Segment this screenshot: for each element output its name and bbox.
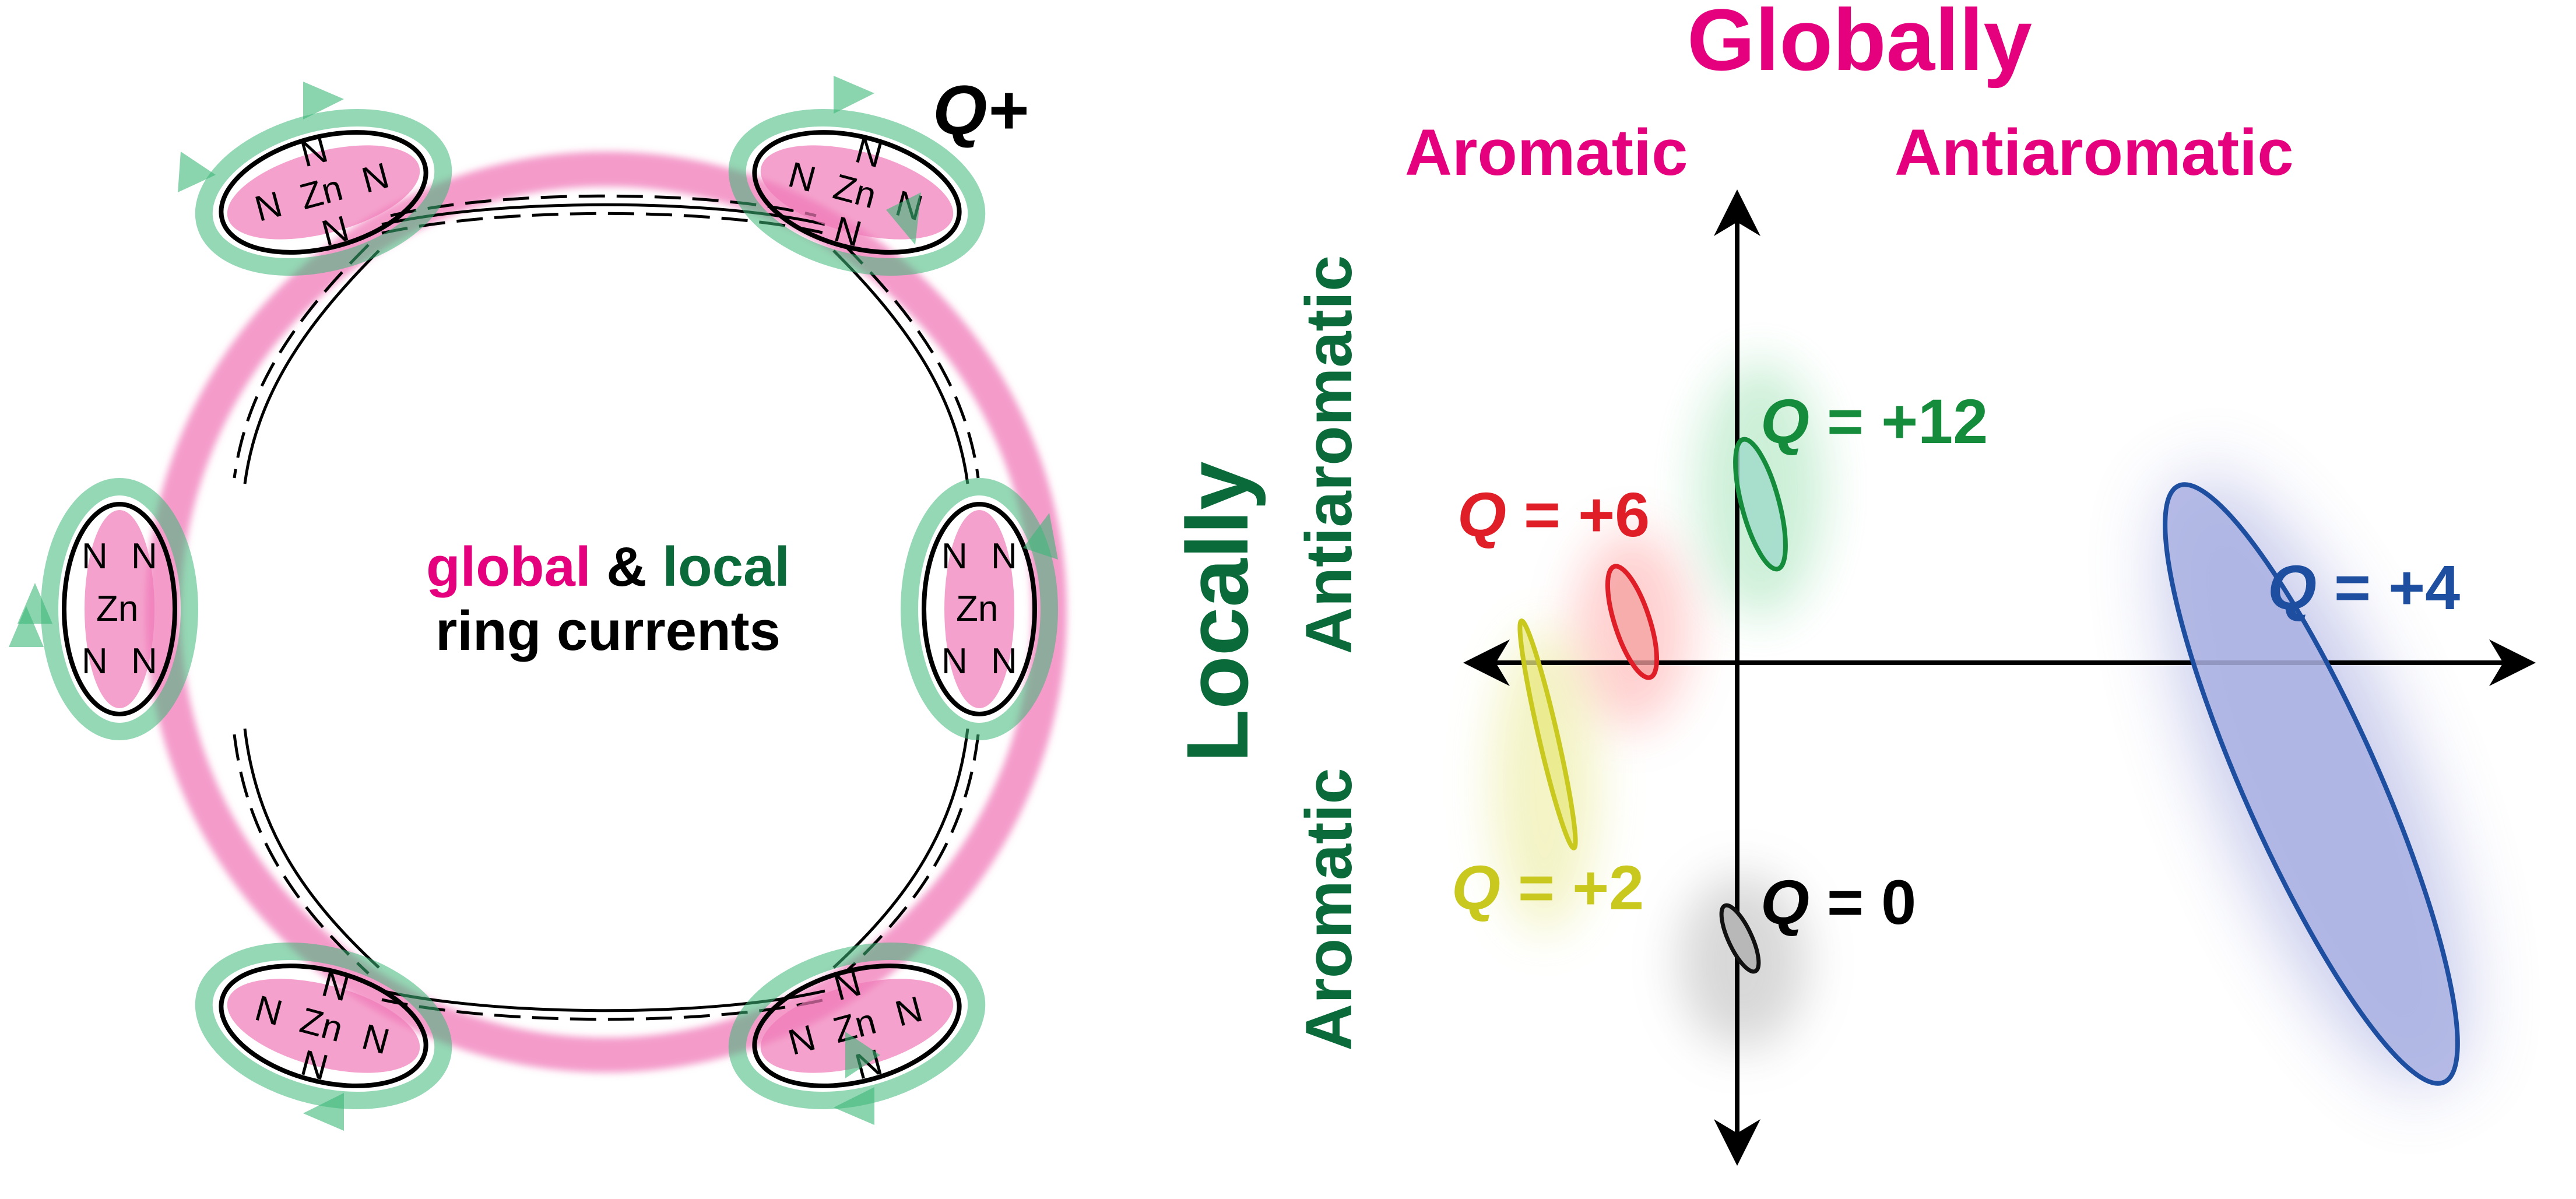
svg-text:Zn: Zn — [96, 589, 138, 629]
svg-text:N: N — [991, 536, 1017, 576]
porphyrin-nanoring: N Zn N N N N Zn N N N Zn N N N N — [9, 71, 1067, 1131]
label-q0: Q = 0 — [1760, 867, 1916, 937]
porphyrin-top-right: N Zn N N N — [728, 108, 986, 276]
svg-text:N: N — [991, 641, 1017, 681]
label-q2: Q = +2 — [1452, 852, 1644, 923]
arrow-head-icon — [834, 76, 874, 114]
arrow-head-icon — [886, 192, 921, 245]
svg-text:N: N — [131, 536, 157, 576]
porphyrin-left: Zn N N N N — [41, 478, 198, 740]
cluster-q12 — [1733, 437, 1788, 572]
arrow-head-icon — [178, 152, 216, 192]
side-lower-label: Aromatic — [1292, 768, 1365, 1050]
arrow-head-icon — [303, 1093, 344, 1131]
aromaticity-chart: Globally Aromatic Antiaromatic Locally A… — [1168, 0, 2536, 1166]
charge-label: Q+ — [933, 71, 1028, 149]
porphyrin-bottom-left: N Zn N N N — [195, 942, 452, 1110]
arrow-head-icon — [845, 1032, 880, 1078]
svg-text:N: N — [82, 536, 108, 576]
porphyrin-top-left: N Zn N N N — [195, 108, 452, 276]
top-left-label: Aromatic — [1405, 116, 1688, 189]
side-title: Locally — [1168, 462, 1266, 763]
svg-text:N: N — [131, 641, 157, 681]
cluster-q6 — [1605, 564, 1660, 680]
arrow-head-icon — [1023, 513, 1058, 560]
svg-text:N: N — [941, 536, 968, 576]
current-arrow-icons — [9, 76, 1058, 1131]
center-line-2: ring currents — [435, 600, 781, 662]
cluster-q0 — [1719, 903, 1761, 974]
svg-text:N: N — [941, 641, 968, 681]
porphyrin-right: Zn N N N N — [901, 478, 1058, 740]
cluster-q4 — [2163, 482, 2460, 1086]
label-q12: Q = +12 — [1760, 386, 1988, 456]
side-upper-label: Antiaromatic — [1292, 255, 1365, 655]
cluster-q2 — [1517, 618, 1578, 850]
center-line-1: global & local — [426, 536, 790, 598]
label-q4: Q = +4 — [2268, 552, 2460, 623]
arrow-head-icon — [9, 606, 44, 647]
top-title: Globally — [1687, 0, 2032, 89]
arrow-head-icon — [834, 1087, 874, 1125]
svg-text:N: N — [82, 641, 108, 681]
svg-text:Zn: Zn — [956, 589, 998, 629]
porphyrin-bottom-right: N Zn N N N — [728, 942, 986, 1110]
label-q6: Q = +6 — [1457, 479, 1650, 550]
arrow-head-icon — [303, 82, 344, 119]
top-right-label: Antiaromatic — [1895, 116, 2294, 189]
